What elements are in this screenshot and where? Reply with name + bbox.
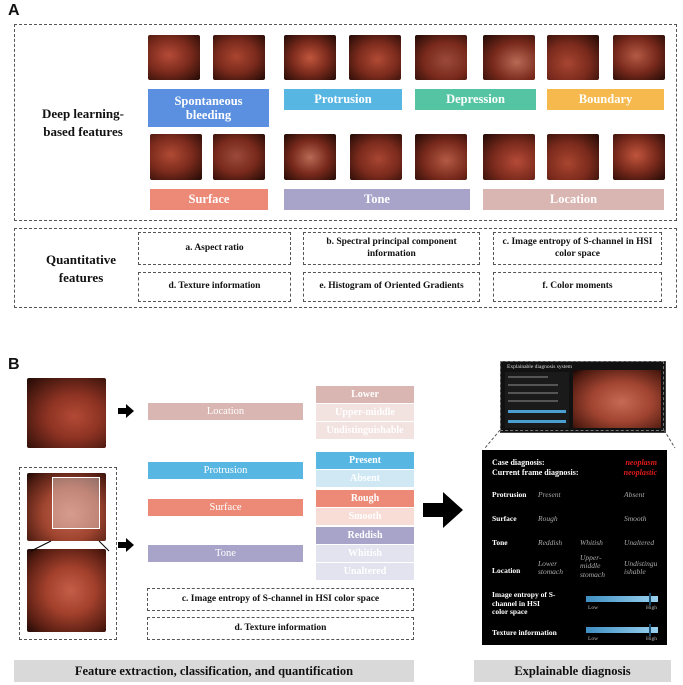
texture-marker <box>649 624 652 636</box>
case-diagnosis-value: neoplasm <box>625 458 657 467</box>
feature-protrusion: Protrusion <box>148 462 303 479</box>
frame-diagnosis-value: neoplastic <box>623 468 657 477</box>
band-boundary: Boundary <box>547 89 664 110</box>
row-v2: Upper-middle stomach <box>580 553 605 579</box>
row-v3: Absent <box>624 490 645 499</box>
option-unaltered: Unaltered <box>316 563 414 580</box>
option-absent: Absent <box>316 470 414 487</box>
row-v1: Present <box>538 490 561 499</box>
diagnosis-panel: Case diagnosis: Current frame diagnosis:… <box>482 450 667 645</box>
option-whitish: Whitish <box>316 545 414 562</box>
texture-low: Low <box>588 636 599 642</box>
texture-high: High <box>646 636 657 642</box>
entropy-low: Low <box>588 605 599 611</box>
row-v3: Undistingu ishable <box>624 559 658 577</box>
row-name: Tone <box>492 538 508 547</box>
detection-image-group <box>19 467 117 640</box>
big-arrow-right-icon <box>423 492 463 528</box>
endoscopy-image-detect <box>27 473 106 541</box>
endoscopy-thumbnail <box>613 134 665 180</box>
row-name: Surface <box>492 514 517 523</box>
option-rough: Rough <box>316 490 414 507</box>
zoom-region <box>500 361 664 431</box>
endoscopy-thumbnail <box>349 35 401 80</box>
option-reddish: Reddish <box>316 527 414 544</box>
endoscopy-image-location <box>27 378 106 448</box>
endoscopy-thumbnail <box>350 134 402 180</box>
endoscopy-thumbnail <box>547 35 599 80</box>
b-quant-entropy: c. Image entropy of S-channel in HSI col… <box>147 588 414 611</box>
endoscopy-thumbnail <box>613 35 665 80</box>
quant-features-label: Quantitative features <box>45 252 117 286</box>
endoscopy-thumbnail <box>213 134 265 180</box>
endoscopy-thumbnail <box>547 134 599 180</box>
frame-diagnosis-label: Current frame diagnosis: <box>492 468 579 477</box>
option-smooth: Smooth <box>316 508 414 525</box>
row-v3: Smooth <box>624 514 647 523</box>
zoom-lines <box>30 540 110 552</box>
mini-panel <box>505 372 569 428</box>
band-tone: Tone <box>284 189 470 210</box>
texture-label: Texture information <box>492 628 557 637</box>
option-upper-middle: Upper-middle <box>316 404 414 421</box>
feature-tone: Tone <box>148 545 303 562</box>
quant-texture: d. Texture information <box>138 272 291 302</box>
deep-features-label: Deep learning-based features <box>42 106 124 140</box>
entropy-label: Image entropy of S-channel in HSI color … <box>492 590 556 617</box>
system-title: Explainable diagnosis system <box>507 364 573 370</box>
endoscopy-thumbnail <box>415 134 467 180</box>
entropy-marker <box>649 593 652 605</box>
panel-a-letter: A <box>8 2 20 19</box>
row-name: Protrusion <box>492 490 527 499</box>
zoom-connector <box>484 430 676 449</box>
feature-surface: Surface <box>148 499 303 516</box>
feature-location: Location <box>148 403 303 420</box>
system-screenshot: Explainable diagnosis system <box>500 361 666 433</box>
quant-features-box <box>14 228 677 308</box>
entropy-high: High <box>646 605 657 611</box>
option-present: Present <box>316 452 414 469</box>
entropy-bar <box>586 596 658 602</box>
caption-left: Feature extraction, classification, and … <box>14 660 414 682</box>
row-v2: Whitish <box>580 538 603 547</box>
quant-aspect-ratio: a. Aspect ratio <box>138 232 291 265</box>
endoscopy-thumbnail <box>213 35 265 80</box>
endoscopy-thumbnail <box>284 35 336 80</box>
band-location: Location <box>483 189 664 210</box>
row-name: Location <box>492 566 521 575</box>
caption-right: Explainable diagnosis <box>474 660 671 682</box>
arrow-right-icon <box>118 538 134 552</box>
endoscopy-thumbnail <box>483 134 535 180</box>
quant-hog: e. Histogram of Oriented Gradients <box>303 272 480 302</box>
band-depression: Depression <box>415 89 536 110</box>
row-v1: Reddish <box>538 538 563 547</box>
endoscopy-image-crop <box>27 549 106 632</box>
panel-b-letter: B <box>8 356 20 373</box>
b-quant-texture: d. Texture information <box>147 617 414 640</box>
option-lower: Lower <box>316 386 414 403</box>
deep-features-box <box>14 24 677 221</box>
row-v3: Unaltered <box>624 538 655 547</box>
endoscopy-thumbnail <box>148 35 200 80</box>
quant-spectral-pca: b. Spectral principal component informat… <box>303 232 480 265</box>
band-surface: Surface <box>150 189 268 210</box>
band-protrusion: Protrusion <box>284 89 402 110</box>
endoscopy-thumbnail <box>415 35 467 80</box>
band-spontaneous-bleeding: Spontaneous bleeding <box>148 89 269 127</box>
endoscopy-thumbnail <box>284 134 336 180</box>
mini-endoscopy <box>573 370 661 428</box>
quant-image-entropy: c. Image entropy of S-channel in HSI col… <box>493 232 662 265</box>
quant-color-moments: f. Color moments <box>493 272 662 302</box>
texture-bar <box>586 627 658 633</box>
row-v1: Lower stomach <box>538 559 563 577</box>
option-undistinguishable: Undistinguishable <box>316 422 414 439</box>
arrow-right-icon <box>118 404 134 418</box>
row-v1: Rough <box>538 514 558 523</box>
detection-box <box>52 477 100 529</box>
endoscopy-thumbnail <box>483 35 535 80</box>
endoscopy-thumbnail <box>150 134 202 180</box>
case-diagnosis-label: Case diagnosis: <box>492 458 545 467</box>
